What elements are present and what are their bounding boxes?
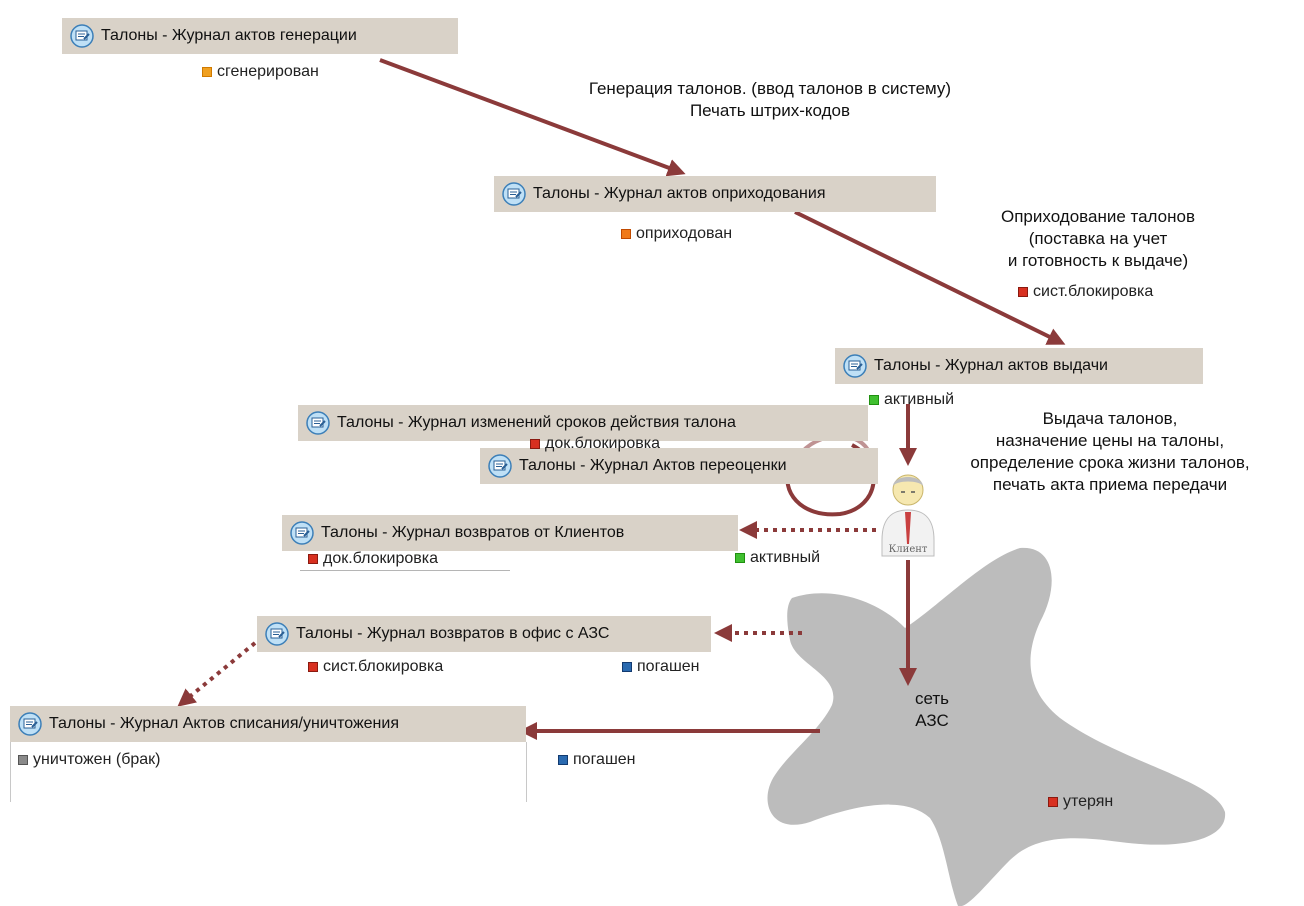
status-redeemed-writeoff-label: погашен: [573, 751, 636, 768]
journal-icon: [488, 454, 512, 478]
status-redeemed-writeoff: погашен: [558, 750, 636, 770]
status-doc-block-validity: док.блокировка: [530, 434, 660, 454]
status-square-icon: [530, 439, 540, 449]
status-active-client-label: активный: [750, 549, 821, 566]
divider: [300, 570, 510, 571]
status-square-icon: [18, 755, 28, 765]
client-person-icon: [881, 474, 935, 557]
note-issue-line4: печать акта приема передачи: [992, 475, 1228, 494]
journal-generation[interactable]: Талоны - Журнал актов генерации: [62, 18, 458, 54]
status-sys-block-top-label: сист.блокировка: [1033, 283, 1154, 300]
status-active-issue-label: активный: [884, 391, 955, 408]
journal-icon: [18, 712, 42, 736]
status-doc-block-returns: док.блокировка: [308, 549, 438, 569]
journal-revaluation-label: Талоны - Журнал Актов переоценки: [519, 457, 787, 474]
status-square-icon: [735, 553, 745, 563]
status-destroyed: уничтожен (брак): [18, 750, 160, 770]
journal-icon: [306, 411, 330, 435]
status-square-icon: [1018, 287, 1028, 297]
note-receiving-line3: и готовность к выдаче): [1007, 251, 1189, 270]
journal-client-returns[interactable]: Талоны - Журнал возвратов от Клиентов: [282, 515, 738, 551]
divider: [526, 742, 527, 802]
status-sys-block-office: сист.блокировка: [308, 657, 443, 677]
note-receiving-line1: Оприходование талонов: [1001, 207, 1195, 226]
journal-icon: [70, 24, 94, 48]
journal-office-returns-label: Талоны - Журнал возвратов в офис с АЗС: [296, 625, 610, 642]
status-square-icon: [1048, 797, 1058, 807]
note-issue-line2: назначение цены на талоны,: [995, 431, 1225, 450]
status-generated-label: сгенерирован: [217, 63, 319, 80]
status-active-client: активный: [735, 548, 820, 568]
status-doc-block-validity-label: док.блокировка: [545, 435, 661, 452]
journal-icon: [502, 182, 526, 206]
journal-issue[interactable]: Талоны - Журнал актов выдачи: [835, 348, 1203, 384]
status-redeemed-office: погашен: [622, 657, 700, 677]
journal-validity-change-label: Талоны - Журнал изменений сроков действи…: [337, 414, 736, 431]
status-square-icon: [622, 662, 632, 672]
note-issue-line1: Выдача талонов,: [1042, 409, 1178, 428]
status-square-icon: [621, 229, 631, 239]
journal-generation-label: Талоны - Журнал актов генерации: [101, 27, 357, 44]
note-generation: Генерация талонов. (ввод талонов в систе…: [510, 78, 1030, 122]
divider: [10, 742, 11, 802]
journal-revaluation[interactable]: Талоны - Журнал Актов переоценки: [480, 448, 878, 484]
status-square-icon: [869, 395, 879, 405]
note-generation-line2: Печать штрих-кодов: [689, 101, 851, 120]
journal-receiving-label: Талоны - Журнал актов оприходования: [533, 185, 826, 202]
arrow-receiving-to-issue: [794, 210, 1066, 345]
status-lost-label: утерян: [1063, 793, 1114, 810]
journal-icon: [265, 622, 289, 646]
note-receiving: Оприходование талонов (поставка на учет …: [948, 206, 1248, 272]
journal-writeoff-label: Талоны - Журнал Актов списания/уничтожен…: [49, 715, 399, 732]
status-doc-block-returns-label: док.блокировка: [323, 550, 439, 567]
status-square-icon: [308, 554, 318, 564]
network-label-line1: сеть: [914, 689, 950, 708]
status-redeemed-office-label: погашен: [637, 658, 700, 675]
status-received: оприходован: [621, 224, 732, 244]
status-lost: утерян: [1048, 792, 1113, 812]
client-label: Клиент: [888, 544, 928, 555]
journal-icon: [843, 354, 867, 378]
journal-office-returns[interactable]: Талоны - Журнал возвратов в офис с АЗС: [257, 616, 711, 652]
journal-client-returns-label: Талоны - Журнал возвратов от Клиентов: [321, 524, 625, 541]
status-square-icon: [308, 662, 318, 672]
dotted-arrow-office-to-writeoff: [177, 641, 257, 707]
status-sys-block-top: сист.блокировка: [1018, 282, 1153, 302]
network-label: сеть АЗС: [902, 688, 962, 732]
journal-validity-change[interactable]: Талоны - Журнал изменений сроков действи…: [298, 405, 868, 441]
status-generated: сгенерирован: [202, 62, 319, 82]
journal-receiving[interactable]: Талоны - Журнал актов оприходования: [494, 176, 936, 212]
arrow-generation-to-receiving: [379, 58, 686, 177]
network-label-line2: АЗС: [915, 711, 949, 730]
journal-issue-label: Талоны - Журнал актов выдачи: [874, 357, 1108, 374]
status-square-icon: [558, 755, 568, 765]
gas-station-network-blob: [767, 547, 1226, 906]
journal-icon: [290, 521, 314, 545]
journal-writeoff[interactable]: Талоны - Журнал Актов списания/уничтожен…: [10, 706, 526, 742]
note-issue-line3: определение срока жизни талонов,: [970, 453, 1250, 472]
note-generation-line1: Генерация талонов. (ввод талонов в систе…: [588, 79, 952, 98]
status-active-issue: активный: [869, 390, 954, 410]
status-square-icon: [202, 67, 212, 77]
note-receiving-line2: (поставка на учет: [1028, 229, 1168, 248]
status-received-label: оприходован: [636, 225, 733, 242]
status-destroyed-label: уничтожен (брак): [33, 751, 161, 768]
status-sys-block-office-label: сист.блокировка: [323, 658, 444, 675]
note-issue: Выдача талонов, назначение цены на талон…: [920, 408, 1300, 496]
